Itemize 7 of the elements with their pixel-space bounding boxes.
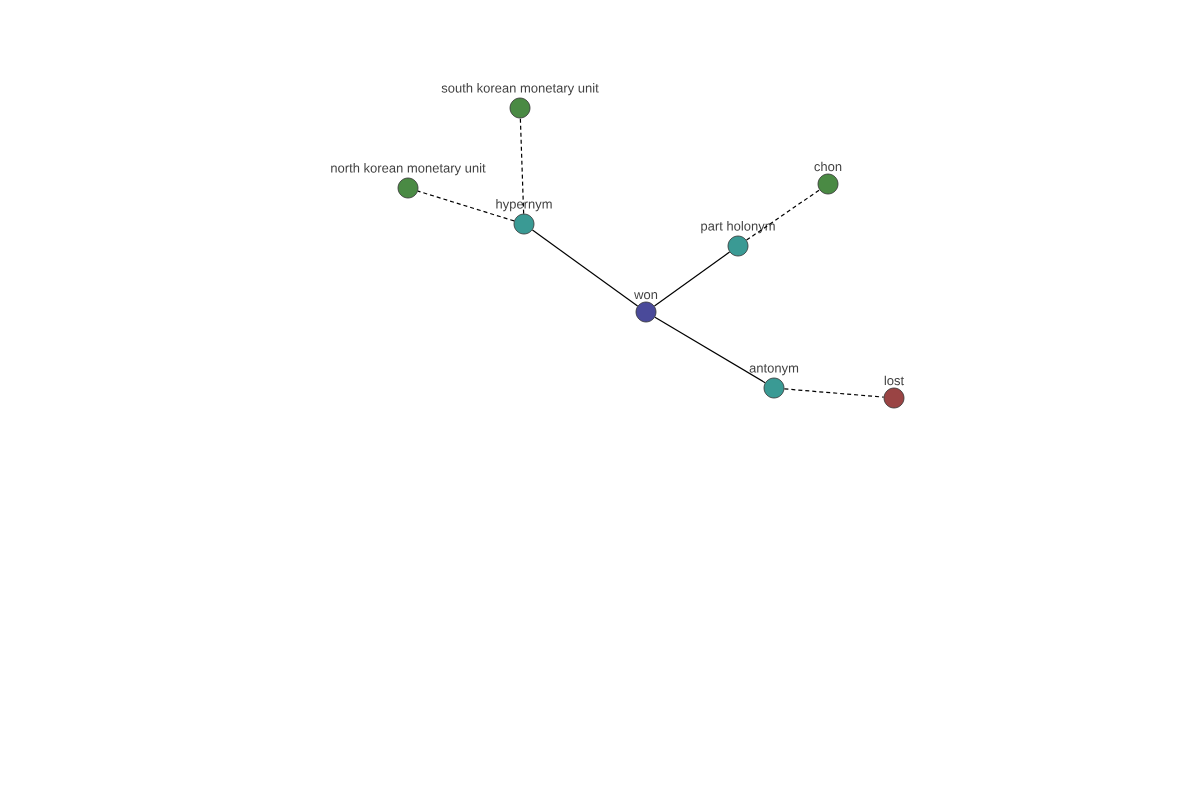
connector-line xyxy=(531,229,639,307)
connector-line xyxy=(417,190,515,222)
connector-line xyxy=(745,189,821,241)
connector-line xyxy=(654,316,766,384)
connector-line xyxy=(653,251,731,307)
connector-line xyxy=(783,388,885,398)
connector-line xyxy=(519,117,525,215)
